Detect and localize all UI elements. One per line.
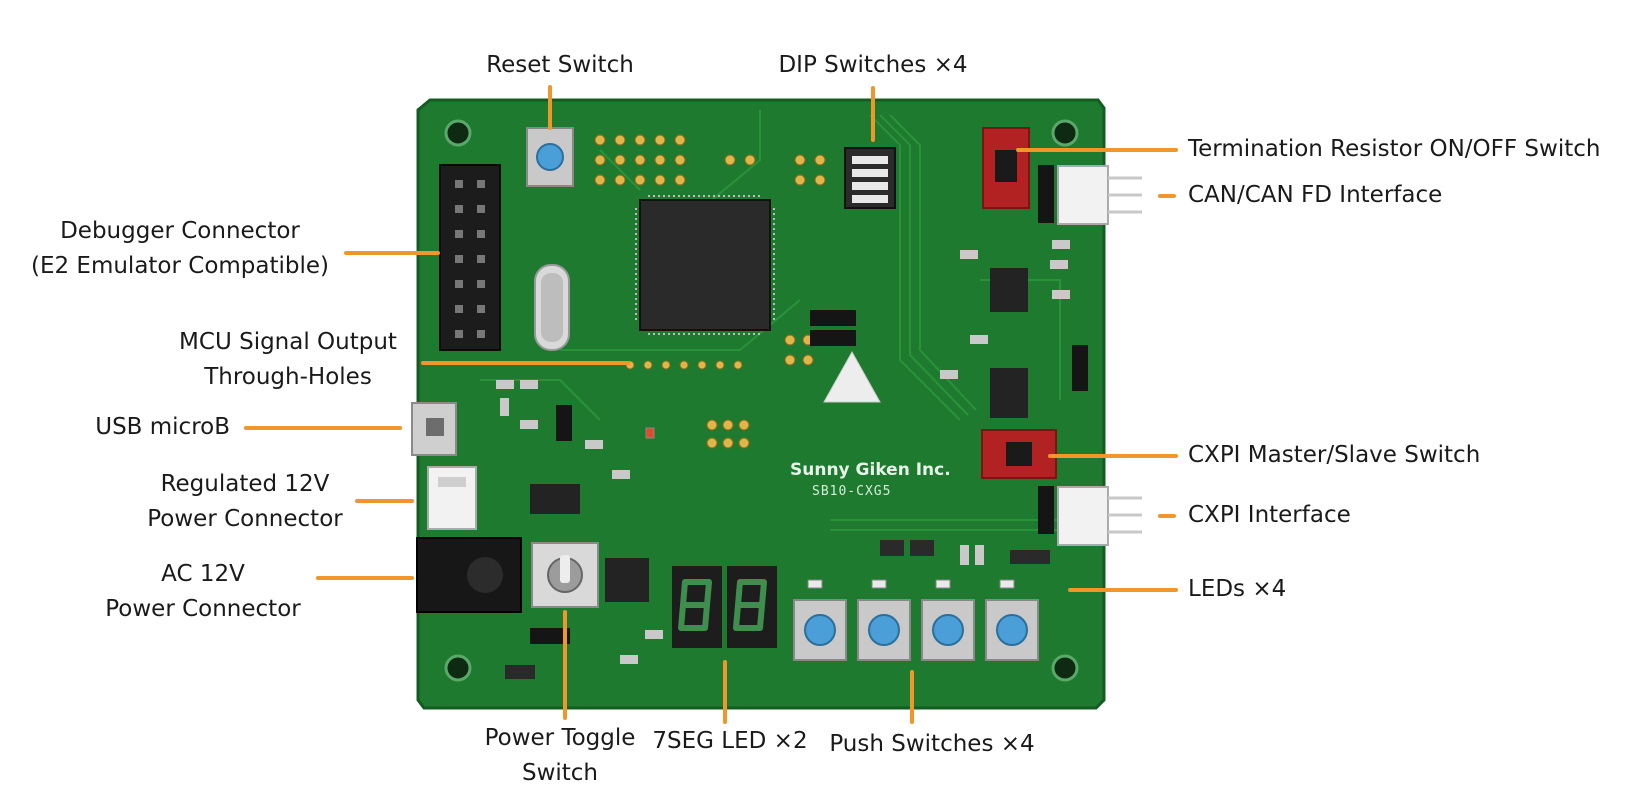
termination-switch-part: [982, 127, 1030, 209]
mounting-holes: [444, 119, 1079, 682]
can-connector-part: [1038, 165, 1142, 225]
label-7seg-led: 7SEG LED ×2: [652, 728, 808, 754]
label-can-interface: CAN/CAN FD Interface: [1188, 182, 1443, 208]
debugger-connector-part: [439, 164, 501, 351]
attention-logo: [823, 350, 881, 403]
cxpi-switch-part: [981, 429, 1057, 479]
leader-lines: [244, 85, 1178, 724]
label-debugger-connector: Debugger Connector (E2 Emulator Compatib…: [30, 218, 330, 279]
crystal-oscillator: [534, 264, 570, 351]
passive-components: [496, 240, 1070, 679]
ac-12v-jack-part: [416, 537, 522, 613]
board-model-text: SB10-CXG5: [812, 484, 892, 499]
seven-segment-displays: [672, 566, 777, 648]
regulated-12v-connector-part: [427, 466, 477, 530]
label-termination-switch: Termination Resistor ON/OFF Switch: [1188, 136, 1601, 162]
label-cxpi-switch: CXPI Master/Slave Switch: [1188, 442, 1481, 468]
through-holes: [594, 134, 826, 449]
label-power-toggle: Power Toggle Switch: [484, 725, 636, 786]
cxpi-connector-part: [1038, 486, 1142, 546]
label-reset-switch: Reset Switch: [486, 52, 634, 78]
label-ac-12v: AC 12V Power Connector: [105, 561, 301, 622]
board-brand-text: Sunny Giken Inc.: [790, 460, 951, 480]
jumpers: [530, 310, 1088, 644]
label-mcu-signal-output: MCU Signal Output Through-Holes: [179, 329, 397, 390]
mcu-chip: [635, 195, 775, 335]
label-leds: LEDs ×4: [1188, 576, 1287, 602]
dip-switch-part: [844, 147, 896, 209]
label-cxpi-interface: CXPI Interface: [1188, 502, 1351, 528]
board-leds: [645, 427, 1015, 589]
label-regulated-12v: Regulated 12V Power Connector: [147, 471, 343, 532]
label-push-switches: Push Switches ×4: [829, 731, 1035, 757]
usb-connector-part: [411, 402, 457, 456]
small-ics: [530, 268, 1028, 602]
power-toggle-part: [531, 542, 599, 608]
push-switches: [793, 599, 1039, 661]
label-dip-switches: DIP Switches ×4: [778, 52, 968, 78]
label-usb: USB microB: [95, 414, 230, 440]
reset-switch-part: [526, 127, 574, 187]
